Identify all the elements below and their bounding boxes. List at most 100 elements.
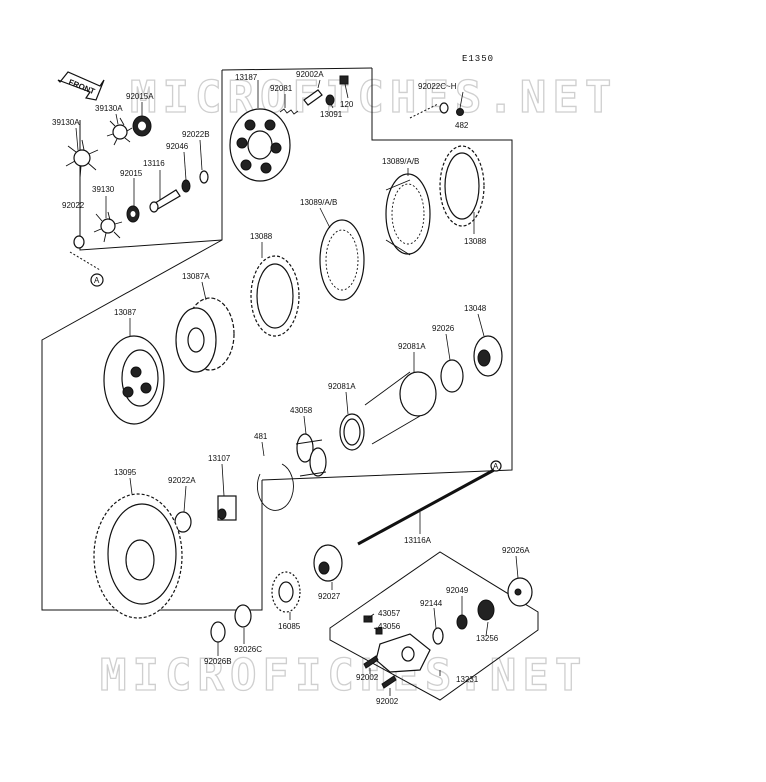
label-13107: 13107 <box>208 454 231 463</box>
label-92081a-2: 92081A <box>328 382 356 391</box>
lifter-13048-icon <box>473 335 503 377</box>
label-482: 482 <box>455 121 469 130</box>
damper-39130-icon <box>93 211 123 243</box>
label-92015a: 92015A <box>126 92 154 101</box>
part-labels: 13187 92002A 92081 120 13091 92022C~H 48… <box>52 70 530 706</box>
spring-92081a-icon <box>339 413 365 451</box>
bolt-92002-lower-icon <box>381 675 397 689</box>
label-43056: 43056 <box>378 622 401 631</box>
label-39130a-right: 39130A <box>95 104 123 113</box>
seal-92049-icon <box>456 614 468 630</box>
label-43058: 43058 <box>290 406 313 415</box>
svg-text:A: A <box>94 276 100 285</box>
label-92049: 92049 <box>446 586 469 595</box>
label-92027: 92027 <box>318 592 341 601</box>
leader-lines <box>75 79 519 696</box>
pin-92046-icon <box>181 179 191 193</box>
spacer-13107-icon <box>217 495 237 521</box>
label-13087: 13087 <box>114 308 137 317</box>
seal-92144-icon <box>432 627 444 645</box>
front-arrow-icon: FRONT <box>57 71 105 101</box>
label-92022b: 92022B <box>182 130 210 139</box>
ref-marker-a-left: A <box>90 273 104 287</box>
washer-92026b-icon <box>210 621 226 643</box>
pressure-plate-13187-icon <box>229 108 291 182</box>
label-39130a-left: 39130A <box>52 118 80 127</box>
shaft-13116-icon <box>149 189 181 213</box>
label-92022c-h: 92022C~H <box>418 82 457 91</box>
label-43057: 43057 <box>378 609 401 618</box>
bearing-92015-icon <box>126 205 140 223</box>
watermark-bottom: MICROFICHES.NET <box>100 650 587 701</box>
label-92022: 92022 <box>62 201 85 210</box>
label-13256: 13256 <box>476 634 499 643</box>
steel-plate-13089-top-icon <box>385 173 431 256</box>
label-92026b: 92026B <box>204 657 232 666</box>
clutch-hub-13087a-icon <box>175 297 235 373</box>
label-92144: 92144 <box>420 599 443 608</box>
gear-16085-icon <box>271 571 301 613</box>
label-92046: 92046 <box>166 142 189 151</box>
label-13116: 13116 <box>143 159 165 168</box>
label-13088-left: 13088 <box>250 232 273 241</box>
bearing-13256-icon <box>477 599 495 621</box>
steel-plate-13089-mid-icon <box>319 219 365 301</box>
label-92002a: 92002A <box>296 70 324 79</box>
label-120: 120 <box>340 100 354 109</box>
damper-39130a-right-icon <box>106 117 133 146</box>
spring-92081-icon <box>279 108 299 115</box>
bolt-92002-upper-icon <box>363 655 379 669</box>
label-13095: 13095 <box>114 468 137 477</box>
washer-92022-icon <box>73 235 85 249</box>
ball-482-icon <box>456 108 464 116</box>
clutch-housing-13087-icon <box>103 335 165 425</box>
primary-gear-13095-icon <box>93 493 183 619</box>
gear-92027-icon <box>313 544 343 582</box>
label-92081: 92081 <box>270 84 293 93</box>
label-92022a: 92022A <box>168 476 196 485</box>
label-92026: 92026 <box>432 324 455 333</box>
label-13089-mid: 13089/A/B <box>300 198 337 207</box>
push-rod-13116a-icon <box>357 468 495 546</box>
label-13088-right: 13088 <box>464 237 487 246</box>
ref-marker-a-right: A <box>490 460 502 472</box>
label-13187: 13187 <box>235 73 258 82</box>
washer-92022a-icon <box>174 511 192 533</box>
washer-92022b-icon <box>199 170 209 184</box>
sub-assembly-frame <box>329 551 539 701</box>
screw-43057-icon <box>363 615 373 623</box>
shim-92022c-h-icon <box>439 102 449 114</box>
washer-92026c-icon <box>234 604 252 628</box>
nut-120-icon <box>339 75 349 85</box>
circlip-92026-icon <box>440 359 464 393</box>
label-481: 481 <box>254 432 268 441</box>
label-39130: 39130 <box>92 185 115 194</box>
label-92081a-1: 92081A <box>398 342 426 351</box>
screw-43056-icon <box>375 627 383 635</box>
label-13087a: 13087A <box>182 272 210 281</box>
label-92002-1: 92002 <box>356 673 379 682</box>
label-92026a: 92026A <box>502 546 530 555</box>
label-13048: 13048 <box>464 304 487 313</box>
label-13091: 13091 <box>320 110 343 119</box>
sleeve-43058-icon <box>295 433 327 477</box>
watermark-top: MICROFICHES.NET <box>130 72 617 123</box>
circlip-481-icon <box>256 463 294 511</box>
damper-39130a-left-icon <box>65 139 99 179</box>
label-13116a: 13116A <box>404 536 432 545</box>
washer-13091-icon <box>325 94 335 106</box>
bolt-92002a-icon <box>303 89 323 106</box>
svg-text:A: A <box>493 462 499 471</box>
diagram-code: E1350 <box>462 54 494 64</box>
label-16085: 16085 <box>278 622 301 631</box>
lever-13231-icon <box>375 633 431 673</box>
label-92026c: 92026C <box>234 645 262 654</box>
label-92002-2: 92002 <box>376 697 399 706</box>
friction-plate-13088-right-icon <box>439 145 485 227</box>
spring-92081a-sleeve-icon <box>364 371 437 445</box>
label-92015: 92015 <box>120 169 143 178</box>
label-13089-top: 13089/A/B <box>382 157 419 166</box>
gasket-92026a-icon <box>507 577 533 607</box>
friction-plate-13088-left-icon <box>250 255 300 337</box>
